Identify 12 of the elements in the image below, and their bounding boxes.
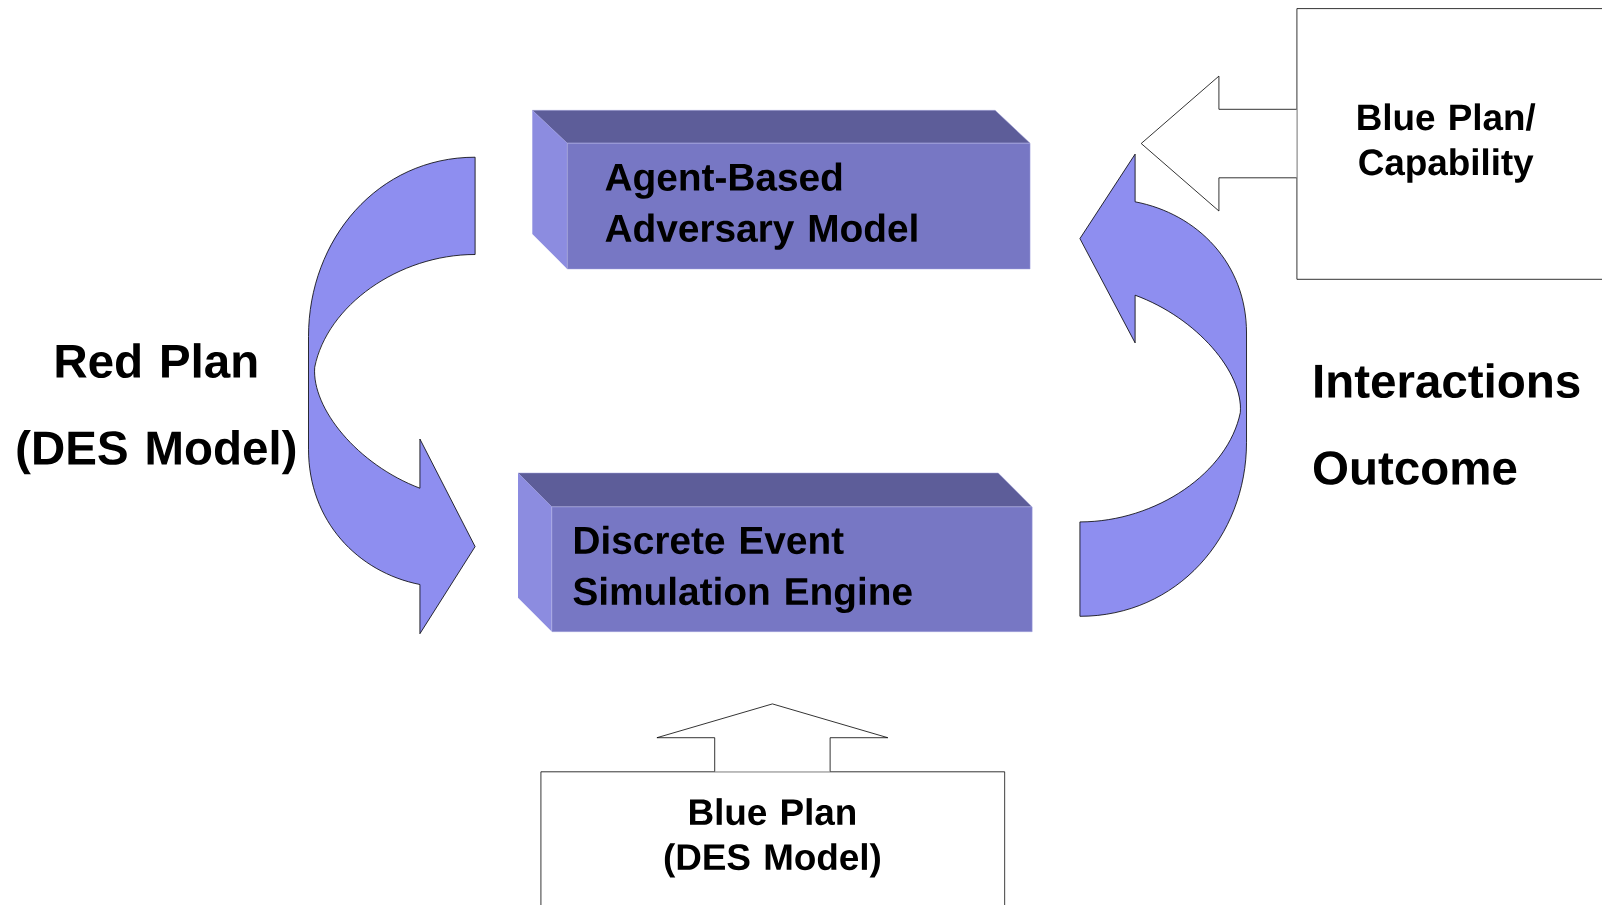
model-box: Agent-Based Adversary Model	[532, 110, 1031, 270]
curved-arrow	[1079, 153, 1247, 617]
block-arrow	[1140, 75, 1297, 212]
callout-text: Blue Plan (DES Model)	[664, 798, 880, 878]
edge-label: Red Plan (DES Model)	[12, 343, 301, 475]
model-box: Discrete Event Simulation Engine	[517, 472, 1033, 632]
callout-text: Blue Plan/ Capability	[1358, 103, 1536, 183]
block-arrow	[656, 703, 889, 772]
curved-arrow	[308, 156, 476, 635]
edge-label: Interactions Outcome	[1312, 363, 1602, 485]
callout-box	[540, 771, 1006, 905]
callout-box	[1296, 8, 1602, 280]
